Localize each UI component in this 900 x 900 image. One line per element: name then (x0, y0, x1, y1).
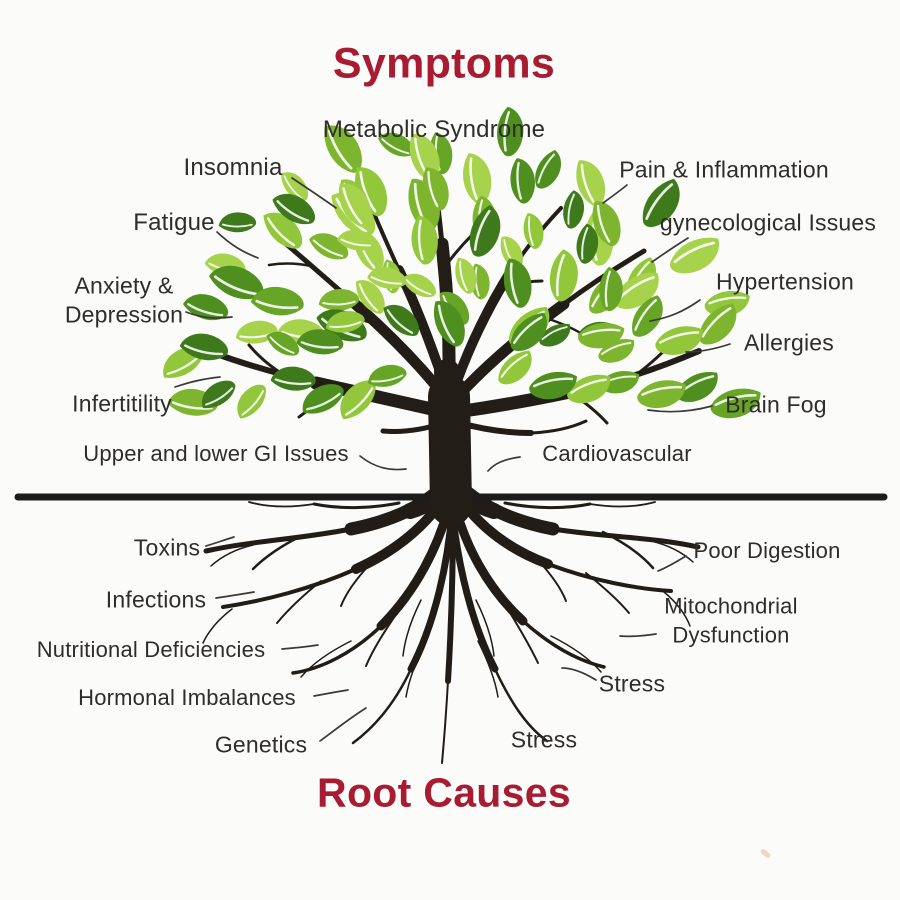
label-connectors (174, 177, 731, 742)
connector-genetics (319, 707, 367, 742)
connector-pain-inflammation (602, 184, 628, 204)
connector-anxiety-depression (185, 311, 233, 319)
symptom-label-allergies: Allergies (743, 329, 835, 356)
connector-gi-issues (359, 455, 407, 471)
symptom-label-cardiovascular: Cardiovascular (542, 441, 692, 466)
connector-infections (215, 591, 255, 599)
connector-toxins (205, 536, 235, 547)
leaf (197, 377, 240, 411)
symptom-label-infertitility: Infertitility (72, 390, 172, 417)
connector-gynecological (651, 237, 689, 263)
leaf (634, 373, 688, 415)
symptom-label-metabolic-syndrome: Metabolic Syndrome (322, 116, 546, 143)
connector-mitochondrial (619, 633, 657, 638)
symptom-label-pain-inflammation: Pain & Inflammation (619, 156, 829, 183)
connector-hypertension (649, 299, 701, 322)
symptom-label-gi-issues: Upper and lower GI Issues (83, 441, 349, 466)
connector-brain-fog (647, 405, 713, 413)
leaf (517, 211, 549, 252)
symptom-label-fatigue: Fatigue (133, 209, 215, 236)
root-cause-label-stress-center: Stress (510, 726, 578, 753)
connector-fatigue (216, 231, 259, 259)
leaf (455, 151, 499, 208)
symptom-label-hypertension: Hypertension (716, 268, 854, 295)
connector-insomnia (291, 177, 337, 209)
root-cause-label-genetics: Genetics (214, 731, 308, 758)
symptom-label-anxiety-depression: Anxiety & Depression (64, 272, 184, 328)
root-cause-label-infections: Infections (105, 586, 207, 613)
connector-poor-digestion (657, 555, 687, 572)
symptom-label-gynecological-issues: gynecological Issues (659, 209, 877, 236)
root-cause-label-stress-right: Stress (598, 670, 666, 697)
connector-cardiovascular (487, 456, 521, 472)
root-cause-label-mitochondrial-dysfunction: Mitochondrial Dysfunction (664, 593, 798, 647)
leaf (228, 380, 275, 422)
root-causes-title: Root Causes (317, 769, 571, 816)
root-cause-label-nutritional-deficiencies: Nutritional Deficiencies (36, 637, 266, 662)
root-cause-label-toxins: Toxins (133, 534, 201, 561)
symptoms-title: Symptoms (332, 39, 556, 88)
connector-hormonal (313, 689, 349, 697)
symptom-label-brain-fog: Brain Fog (725, 391, 827, 418)
leaf (217, 204, 260, 241)
connector-nutritional (281, 644, 319, 650)
leaf (400, 264, 441, 307)
connector-stress-right (561, 667, 597, 681)
connector-infertitility (174, 376, 221, 388)
symptom-label-insomnia: Insomnia (183, 154, 283, 181)
leaf (666, 235, 723, 277)
connector-allergies (685, 343, 731, 353)
root-cause-label-hormonal-imbalances: Hormonal Imbalances (78, 685, 296, 710)
root-cause-label-poor-digestion: Poor Digestion (693, 538, 841, 563)
